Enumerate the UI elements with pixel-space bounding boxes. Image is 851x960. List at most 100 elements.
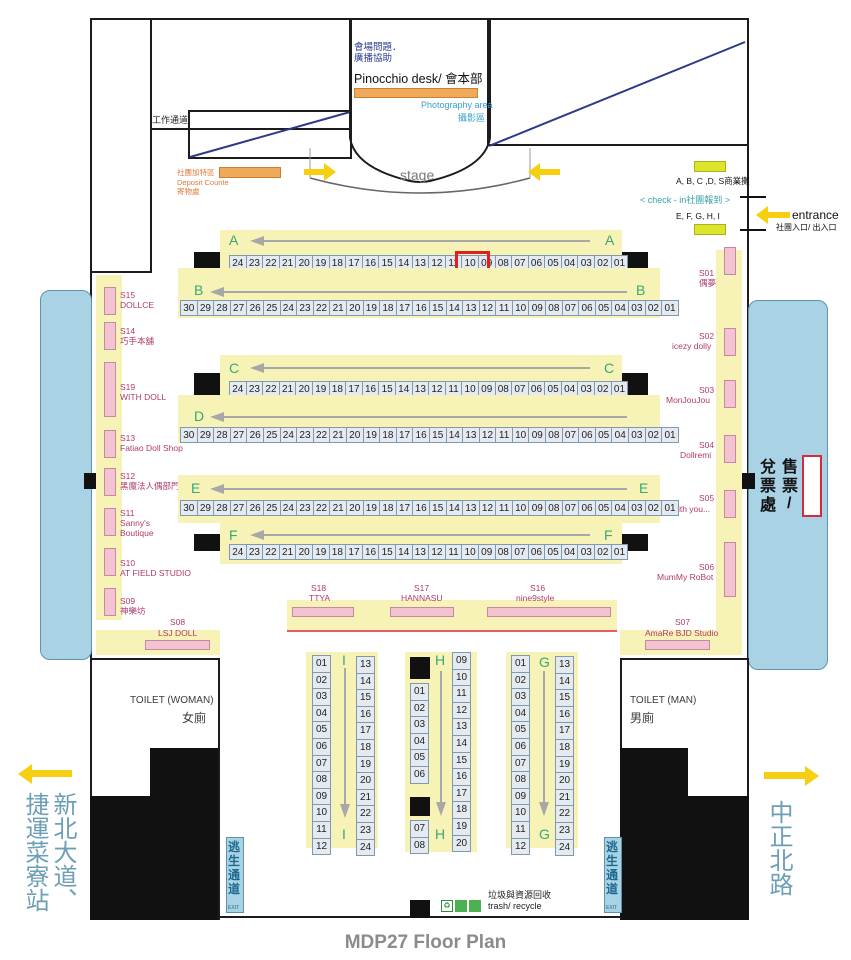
booth-cell[interactable]: 20	[346, 427, 364, 443]
booth-cell[interactable]: 09	[529, 300, 547, 316]
booth-cell[interactable]: 07	[512, 544, 529, 560]
booth-cell[interactable]: 09	[452, 653, 471, 670]
booth-cell[interactable]: 17	[396, 500, 414, 516]
booth-cell[interactable]: 13	[452, 719, 471, 736]
booth-cell[interactable]: 13	[463, 300, 480, 316]
booth-cell[interactable]: 05	[545, 544, 562, 560]
booth-cell[interactable]: 05	[410, 750, 429, 767]
booth-cell[interactable]: 14	[446, 300, 464, 316]
booth-cell[interactable]: 08	[546, 300, 563, 316]
booth-cell[interactable]: 11	[452, 686, 471, 703]
booth-cell[interactable]: 14	[446, 500, 464, 516]
booth-cell[interactable]: 16	[413, 427, 430, 443]
booth-cell[interactable]: 19	[363, 427, 381, 443]
booth-cell[interactable]: 11	[312, 821, 331, 839]
booth-cell[interactable]: 26	[247, 300, 264, 316]
booth-cell[interactable]: 09	[478, 544, 496, 560]
booth-cell[interactable]: 29	[197, 300, 215, 316]
booth-cell[interactable]: 17	[396, 427, 414, 443]
booth-cell[interactable]: 12	[312, 838, 331, 856]
booth-cell[interactable]: 30	[181, 300, 198, 316]
booth-cell[interactable]: 08	[410, 837, 429, 855]
booth-cell[interactable]: 02	[312, 672, 331, 690]
booth-cell[interactable]: 03	[578, 544, 596, 560]
booth-cell[interactable]: 08	[312, 772, 331, 789]
booth-cell[interactable]: 11	[496, 300, 513, 316]
booth-cell[interactable]: 10	[312, 805, 331, 822]
booth-cell[interactable]: 16	[413, 300, 430, 316]
booth-cell[interactable]: 13	[356, 657, 375, 674]
booth-cell[interactable]: 30	[181, 427, 198, 443]
booth-cell[interactable]: 05	[595, 300, 613, 316]
booth-cell[interactable]: 25	[263, 300, 281, 316]
booth-cell[interactable]: 14	[395, 544, 413, 560]
booth-cell[interactable]: 09	[529, 427, 547, 443]
booth-cell[interactable]: 07	[562, 300, 580, 316]
booth-cell[interactable]: 17	[356, 723, 375, 740]
booth-cell[interactable]: 10	[512, 427, 530, 443]
booth-cell[interactable]: 11	[445, 544, 463, 560]
booth-cell[interactable]: 08	[546, 427, 563, 443]
booth-cell[interactable]: 20	[555, 773, 574, 790]
booth-cell[interactable]: 28	[214, 427, 231, 443]
booth-cell[interactable]: 26	[247, 427, 264, 443]
booth-cell[interactable]: 28	[214, 300, 231, 316]
booth-cell[interactable]: 22	[356, 806, 375, 823]
booth-cell[interactable]: 18	[380, 427, 397, 443]
booth-cell[interactable]: 13	[555, 657, 574, 674]
booth-cell[interactable]: 15	[429, 427, 447, 443]
booth-cell[interactable]: 14	[446, 427, 464, 443]
booth-cell[interactable]: 12	[511, 838, 530, 856]
booth-cell[interactable]: 10	[512, 300, 530, 316]
booth-cell[interactable]: 09	[511, 788, 530, 806]
booth-cell[interactable]: 24	[230, 544, 247, 560]
booth-cell[interactable]: 01	[662, 500, 679, 516]
booth-cell[interactable]: 21	[279, 544, 297, 560]
booth-cell[interactable]: 06	[511, 738, 530, 756]
booth-cell[interactable]: 01	[511, 656, 530, 673]
booth-cell[interactable]: 24	[280, 500, 298, 516]
booth-cell[interactable]: 19	[356, 756, 375, 774]
booth-cell[interactable]: 04	[312, 705, 331, 723]
booth-cell[interactable]: 22	[555, 806, 574, 823]
booth-cell[interactable]: 06	[579, 427, 596, 443]
booth-cell[interactable]: 19	[363, 300, 381, 316]
booth-cell[interactable]: 23	[356, 822, 375, 840]
booth-cell[interactable]: 19	[555, 756, 574, 774]
booth-cell[interactable]: 27	[230, 300, 248, 316]
booth-cell[interactable]: 17	[346, 544, 363, 560]
booth-cell[interactable]: 03	[312, 689, 331, 706]
booth-cell[interactable]: 13	[412, 544, 430, 560]
booth-cell[interactable]: 02	[645, 500, 663, 516]
booth-cell[interactable]: 05	[312, 722, 331, 739]
booth-cell[interactable]: 22	[313, 300, 331, 316]
booth-cell[interactable]: 19	[363, 500, 381, 516]
booth-cell[interactable]: 23	[297, 427, 314, 443]
booth-cell[interactable]: 27	[230, 500, 248, 516]
booth-cell[interactable]: 30	[181, 500, 198, 516]
booth-cell[interactable]: 23	[297, 300, 314, 316]
booth-cell[interactable]: 04	[612, 427, 630, 443]
booth-cell[interactable]: 20	[452, 835, 471, 853]
booth-cell[interactable]: 02	[595, 544, 612, 560]
booth-cell[interactable]: 15	[356, 690, 375, 707]
booth-cell[interactable]: 13	[463, 427, 480, 443]
booth-cell[interactable]: 21	[555, 789, 574, 807]
booth-cell[interactable]: 02	[645, 427, 663, 443]
booth-cell[interactable]: 28	[214, 500, 231, 516]
booth-cell[interactable]: 15	[379, 544, 396, 560]
booth-cell[interactable]: 18	[452, 802, 471, 819]
booth-cell[interactable]: 22	[313, 500, 331, 516]
booth-cell[interactable]: 12	[429, 544, 446, 560]
booth-cell[interactable]: 25	[263, 427, 281, 443]
booth-cell[interactable]: 02	[511, 672, 530, 690]
booth-cell[interactable]: 21	[330, 300, 347, 316]
booth-cell[interactable]: 23	[555, 822, 574, 840]
booth-cell[interactable]: 20	[346, 500, 364, 516]
booth-cell[interactable]: 07	[410, 821, 429, 838]
booth-cell[interactable]: 22	[263, 544, 280, 560]
booth-cell[interactable]: 24	[280, 427, 298, 443]
booth-cell[interactable]: 13	[463, 500, 480, 516]
booth-cell[interactable]: 17	[452, 785, 471, 803]
booth-cell[interactable]: 02	[645, 300, 663, 316]
